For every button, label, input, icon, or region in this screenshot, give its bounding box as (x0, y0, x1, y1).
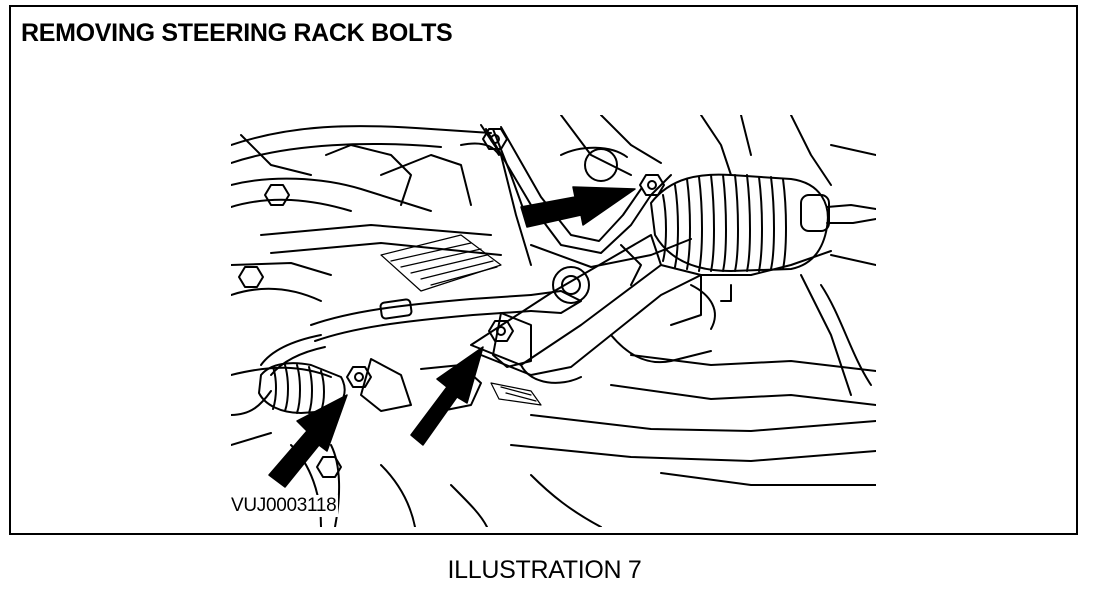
pointer-arrows (268, 186, 636, 488)
arrow-icon (520, 186, 636, 228)
arrow-icon (268, 394, 348, 488)
illustration-frame: REMOVING STEERING RACK BOLTS (9, 5, 1078, 535)
figure-reference-code: VUJ0003118 (229, 495, 339, 517)
steering-rack-drawing (231, 115, 876, 527)
subframe-linework (231, 115, 876, 527)
illustration-title: REMOVING STEERING RACK BOLTS (21, 19, 453, 47)
hatched-panel (380, 234, 542, 406)
steering-rack-housing (470, 234, 832, 384)
bolt-left-lower (238, 266, 264, 288)
rack-boot-right (650, 173, 876, 272)
arrow-icon (410, 346, 484, 446)
pinion-housing (360, 312, 532, 412)
bolt-lower-left (346, 366, 372, 388)
bolt-upper-right (639, 174, 665, 196)
bolt-bottom (316, 456, 342, 478)
bolt-top-left (482, 128, 508, 150)
illustration-caption: ILLUSTRATION 7 (447, 556, 642, 584)
rack-bolts (238, 128, 665, 478)
bolt-left-mid (264, 184, 290, 206)
bolt-lower-middle (488, 320, 514, 342)
